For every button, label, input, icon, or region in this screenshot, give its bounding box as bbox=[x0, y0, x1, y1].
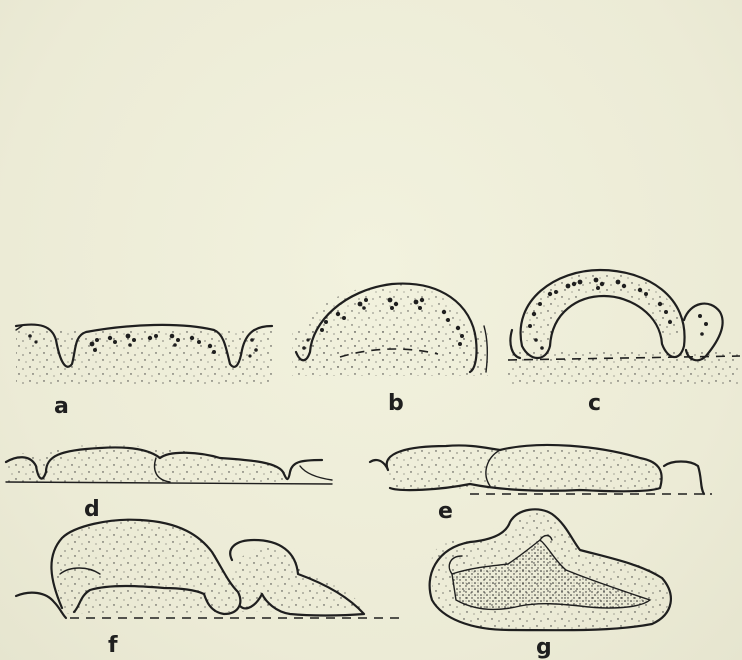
figure-e-right-lobe bbox=[664, 462, 704, 495]
figure-e-label: e bbox=[438, 499, 453, 524]
figure-f-label: f bbox=[108, 633, 118, 658]
figure-a-label: a bbox=[54, 394, 69, 419]
figure-b-label: b bbox=[388, 391, 404, 416]
figure-f: f bbox=[16, 520, 400, 658]
figure-f-stipple bbox=[55, 520, 366, 614]
figure-d-right-edge bbox=[300, 466, 332, 480]
figure-c: c bbox=[508, 270, 740, 416]
figure-d: d bbox=[6, 445, 332, 523]
figure-c-label: c bbox=[588, 391, 601, 416]
figure-b: b bbox=[292, 284, 488, 416]
figure-g: g bbox=[430, 509, 671, 660]
figure-g-label: g bbox=[536, 635, 552, 660]
figure-a: a bbox=[16, 325, 274, 419]
figure-d-label: d bbox=[84, 497, 100, 522]
figure-c-right-lobe bbox=[684, 304, 723, 361]
